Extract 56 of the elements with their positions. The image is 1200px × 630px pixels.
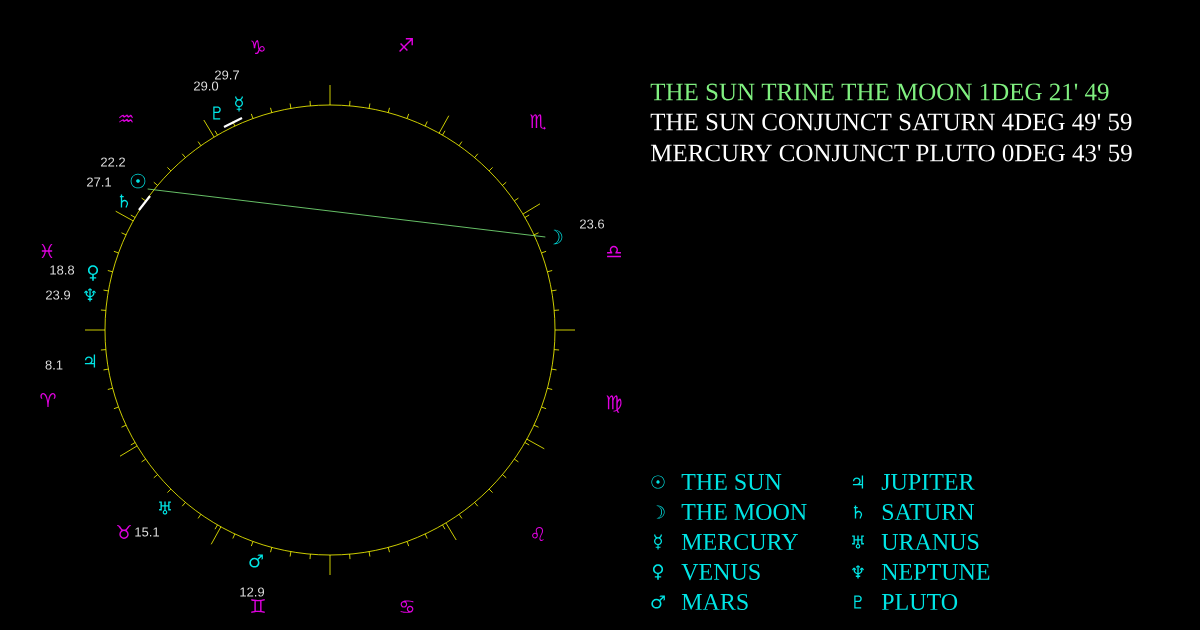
planet-glyph: ♄ [119,194,129,208]
legend-symbol: ☿ [654,534,662,550]
zodiac-glyph: ♋ [400,600,414,613]
legend-symbol: ♃ [852,475,864,489]
legend-label: NEPTUNE [881,564,990,580]
degree-label: 23.6 [580,219,605,229]
planet-glyph: ♂ [249,554,263,568]
planet-glyph: ☉ [130,173,146,189]
legend-symbol: ☉ [651,475,665,489]
degree-label: 27.1 [87,177,111,187]
planet-glyph: ♀ [87,265,99,281]
legend-label: URANUS [881,533,979,551]
aspect-text: THE SUN CONJUNCT SATURN 4DEG 49' 59 [650,113,1132,131]
aspect-text: THE SUN TRINE THE MOON 1DEG 21' 49 [650,83,1109,101]
zodiac-glyph: ♎ [607,245,621,258]
planet-glyph: ♃ [84,354,96,368]
planet-glyph: ♇ [213,106,221,120]
legend-symbol: ♆ [852,565,864,579]
legend-symbol: ♅ [852,535,864,549]
zodiac-glyph: ♒ [119,114,133,123]
zodiac-glyph: ♈ [40,393,56,407]
degree-label: 22.2 [101,157,125,167]
zodiac-glyph: ♑ [251,40,265,54]
aspect-line [147,188,546,238]
zodiac-glyph: ♓ [41,244,53,258]
legend-label: JUPITER [881,474,975,490]
legend-symbol: ♂ [651,595,665,609]
legend-symbol: ♄ [853,505,863,519]
legend-label: VENUS [681,563,760,581]
legend-label: THE MOON [681,503,807,521]
degree-label: 18.8 [50,265,75,275]
planet-glyph: ♆ [84,288,96,302]
zodiac-glyph: ♐ [399,38,413,52]
planet-glyph: ♅ [159,501,171,515]
degree-label: 12.9 [240,587,265,597]
degree-label: 29.7 [215,70,239,80]
legend-label: MARS [681,593,748,611]
zodiac-glyph: ♏ [530,114,546,130]
planet-glyph: ☿ [235,96,243,112]
zodiac-glyph: ♊ [251,599,265,613]
planet-glyph: ☽ [553,229,563,245]
aspect-text: MERCURY CONJUNCT PLUTO 0DEG 43' 59 [650,144,1132,162]
legend-symbol: ☽ [656,505,665,519]
zodiac-glyph: ♉ [117,525,131,539]
zodiac-glyph: ♍ [606,395,622,413]
degree-label: 15.1 [135,527,159,537]
degree-label: 23.9 [46,290,71,300]
zodiac-glyph: ♌ [532,527,544,541]
legend-label: PLUTO [881,593,958,611]
degree-label: 8.1 [45,360,63,370]
legend-symbol: ♇ [854,595,862,609]
legend-label: SATURN [882,503,974,521]
legend-label: MERCURY [681,533,798,551]
legend-label: THE SUN [681,473,782,491]
legend-symbol: ♀ [652,564,664,580]
degree-label: 29.0 [194,81,219,91]
